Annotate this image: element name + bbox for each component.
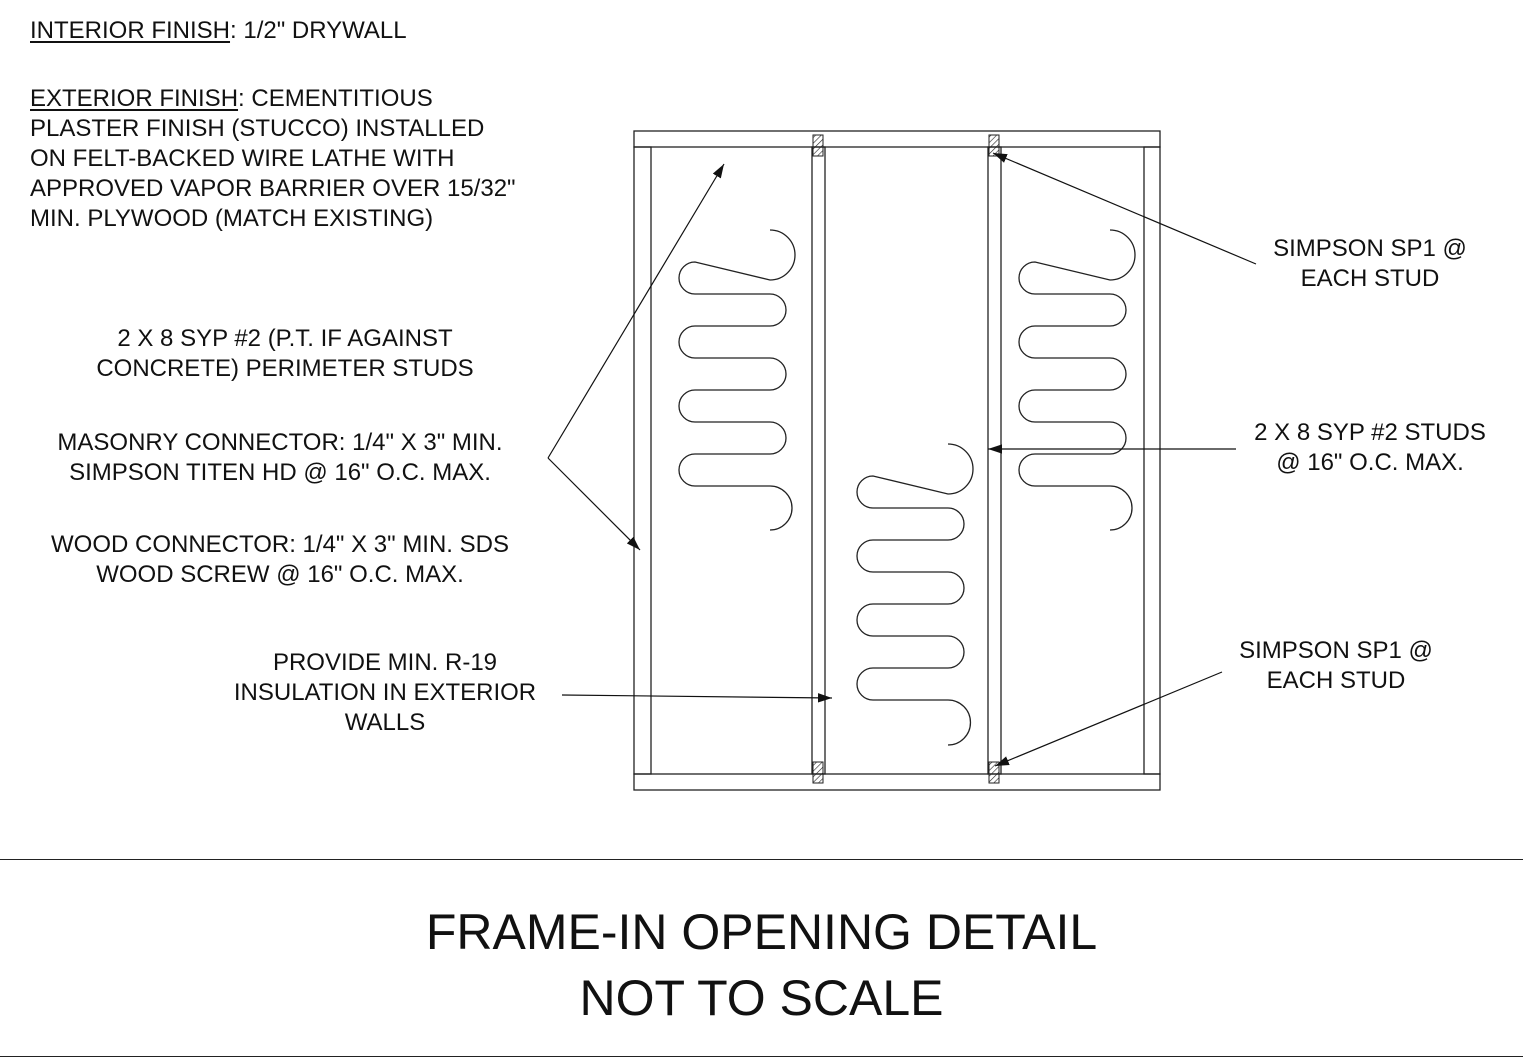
connector-hatch-bottom-right bbox=[988, 761, 1000, 784]
exterior-finish-label: EXTERIOR FINISH bbox=[30, 85, 239, 112]
insulation-batt-left bbox=[678, 229, 796, 531]
title-rule-bottom bbox=[0, 1056, 1523, 1057]
insulation-note: PROVIDE MIN. R-19 INSULATION IN EXTERIOR… bbox=[233, 649, 537, 736]
leader-exterior-finish bbox=[547, 163, 725, 459]
wood-connector-note: WOOD CONNECTOR: 1/4" X 3" MIN. SDS WOOD … bbox=[51, 531, 509, 588]
simpson-top-note: SIMPSON SP1 @ EACH STUD bbox=[1273, 235, 1467, 292]
leader-insulation bbox=[561, 693, 833, 703]
leader-simpson-top bbox=[992, 152, 1257, 265]
exterior-finish-value: : CEMENTITIOUS PLASTER FINISH (STUCCO) I… bbox=[30, 85, 516, 232]
leader-simpson-bottom bbox=[994, 671, 1223, 767]
masonry-connector-note: MASONRY CONNECTOR: 1/4" X 3" MIN. SIMPSO… bbox=[57, 429, 503, 486]
interior-finish-note: INTERIOR FINISH: 1/2" DRYWALL bbox=[30, 16, 407, 46]
stud-left bbox=[811, 146, 826, 775]
stud-right bbox=[987, 146, 1002, 775]
title-rule-top bbox=[0, 859, 1523, 860]
insulation-batt-right bbox=[1018, 229, 1136, 531]
top-plate bbox=[633, 130, 1161, 148]
bottom-plate bbox=[633, 773, 1161, 791]
connector-hatch-bottom-left bbox=[812, 761, 824, 784]
interior-finish-label: INTERIOR FINISH bbox=[30, 17, 231, 44]
detail-scale: NOT TO SCALE bbox=[579, 970, 944, 1026]
perimeter-studs-note: 2 X 8 SYP #2 (P.T. IF AGAINST CONCRETE) … bbox=[96, 325, 474, 382]
insulation-batt-center bbox=[856, 443, 974, 746]
leader-perimeter-studs bbox=[547, 457, 641, 551]
detail-title: FRAME-IN OPENING DETAIL bbox=[425, 904, 1098, 960]
simpson-bottom-note: SIMPSON SP1 @ EACH STUD bbox=[1239, 637, 1433, 694]
exterior-finish-note: EXTERIOR FINISH: CEMENTITIOUS PLASTER FI… bbox=[30, 84, 516, 234]
perimeter-stud-right bbox=[1143, 146, 1161, 775]
connector-hatch-top-left bbox=[812, 134, 824, 157]
interior-finish-value: : 1/2" DRYWALL bbox=[230, 17, 407, 44]
studs-note: 2 X 8 SYP #2 STUDS @ 16" O.C. MAX. bbox=[1254, 419, 1486, 476]
perimeter-stud-left bbox=[633, 146, 652, 775]
